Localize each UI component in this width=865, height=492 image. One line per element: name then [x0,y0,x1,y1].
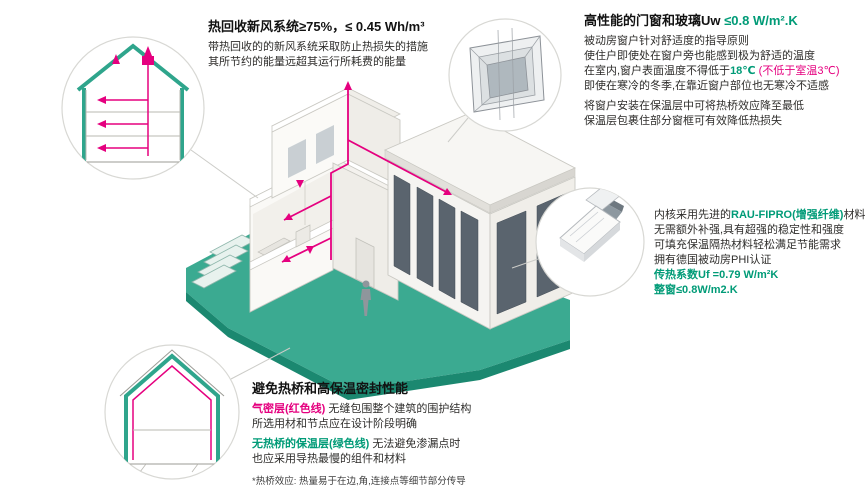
text-line: 其所节约的能量远超其运行所耗费的能量 [208,56,406,68]
ventilation-section-drawing [70,43,196,163]
text-line: 也应采用导热最慢的组件和材料 [252,453,406,465]
ventilation-title: 热回收新风系统≥75%，≤ 0.45 Wh/m³ [208,19,425,34]
window-corner-drawing [469,27,545,121]
entrance-wall [332,162,399,301]
window-profile-drawing [559,188,624,262]
windows-title: 高性能的门窗和玻璃Uw ≤0.8 W/m².K [584,12,839,29]
text-line: 无需额外补强,具有超强的稳定性和强度 [654,224,845,236]
ventilation-detail-circle [61,36,205,180]
leader-line [190,149,259,199]
leader-line [511,258,539,269]
text-line: 内核采用先进的RAU-FIPRO(增强纤维)材料 [654,209,865,221]
terrace-stairs [191,234,255,289]
text-line: 被动房窗户针对舒适度的指导原则 [584,35,749,47]
person-figure [360,280,371,316]
profile-body: 内核采用先进的RAU-FIPRO(增强纤维)材料 无需额外补强,具有超强的稳定性… [654,208,865,298]
temperature-value: 18℃ [730,65,756,77]
text-line: 即使在寒冷的冬季,在靠近窗户部位也无寒冷不适感 [584,80,830,92]
text-line: 可填充保温隔热材料轻松满足节能需求 [654,239,841,251]
leader-lines [190,117,539,380]
u-value-frame: 传热系数Uf =0.79 W/m²K [654,269,779,281]
window-profile-detail-circle [535,187,645,297]
airflow-arrows [97,46,154,152]
house-illustration [186,81,577,400]
text-line: 带热回收的的新风系统采取防止热损失的措施 [208,41,428,53]
insulation-layer-green [124,353,220,462]
windows-body: 被动房窗户针对舒适度的指导原则 使住户即使处在窗户旁也能感到极为舒适的温度 在室… [584,34,839,129]
ventilation-ducts [281,88,451,263]
text-line: 无热桥的保温层(绿色线) 无法避免渗漏点时 [252,438,461,450]
temperature-note: (不低于室温3℃) [755,65,840,77]
duct-arrows [282,81,452,262]
upper-window [316,125,334,164]
entrance-door [355,237,375,289]
leader-line [230,347,291,380]
airtight-layer-label: 气密层(红色线) [252,403,326,415]
thermal-body: 气密层(红色线) 无缝包围整个建筑的围护结构 所选用材和节点应在设计阶段明确 无… [252,402,471,489]
windows-title-text: 高性能的门窗和玻璃Uw [584,13,725,28]
glazed-extension [383,112,577,330]
upper-window [288,139,306,178]
airtight-layer-red [132,365,212,460]
garden-platform-edge [186,292,570,400]
ventilation-callout: 热回收新风系统≥75%，≤ 0.45 Wh/m³ 带热回收的的新风系统采取防止热… [208,18,428,70]
material-name: RAU-FIPRO(增强纤维) [731,209,844,221]
leader-line [447,117,469,143]
cabinet [295,224,311,248]
thermal-callout: 避免热桥和高保温密封性能 气密层(红色线) 无缝包围整个建筑的围护结构 所选用材… [252,380,471,489]
windows-title-value: ≤0.8 W/m².K [724,13,798,28]
text-line: 所选用材和节点应在设计阶段明确 [252,418,417,430]
text-line: 在室内,窗户表面温度不得低于18℃ (不低于室温3℃) [584,65,840,77]
text-line: 保温层包裹住部分窗框可有效降低热损失 [584,115,782,127]
windows-callout: 高性能的门窗和玻璃Uw ≤0.8 W/m².K 被动房窗户针对舒适度的指导原则 … [584,12,839,129]
u-value-window: 整窗≤0.8W/m2.K [654,284,738,296]
thermal-envelope-detail-circle [104,344,240,480]
window-corner-detail-circle [448,18,562,132]
insulation-layer-label: 无热桥的保温层(绿色线) [252,438,370,450]
ventilation-body: 带热回收的的新风系统采取防止热损失的措施 其所节约的能量远超其运行所耗费的能量 [208,40,428,70]
text-line: 将窗户安装在保温层中可将热桥效应降至最低 [584,100,804,112]
profile-callout: 内核采用先进的RAU-FIPRO(增强纤维)材料 无需额外补强,具有超强的稳定性… [654,208,865,298]
text-line: 拥有德国被动房PHI认证 [654,254,772,266]
airflow-ducts [104,58,149,156]
kitchen-counter [257,237,291,256]
text-line: 气密层(红色线) 无缝包围整个建筑的围护结构 [252,403,472,415]
flat-roof-slab [383,112,577,214]
thermal-title: 避免热桥和高保温密封性能 [252,381,409,396]
thermal-footnote: *热桥效应: 热量易于在边,角,连接点等细节部分传导 [252,476,466,487]
text-line: 使住户即使处在窗户旁也能感到极为舒适的温度 [584,50,815,62]
